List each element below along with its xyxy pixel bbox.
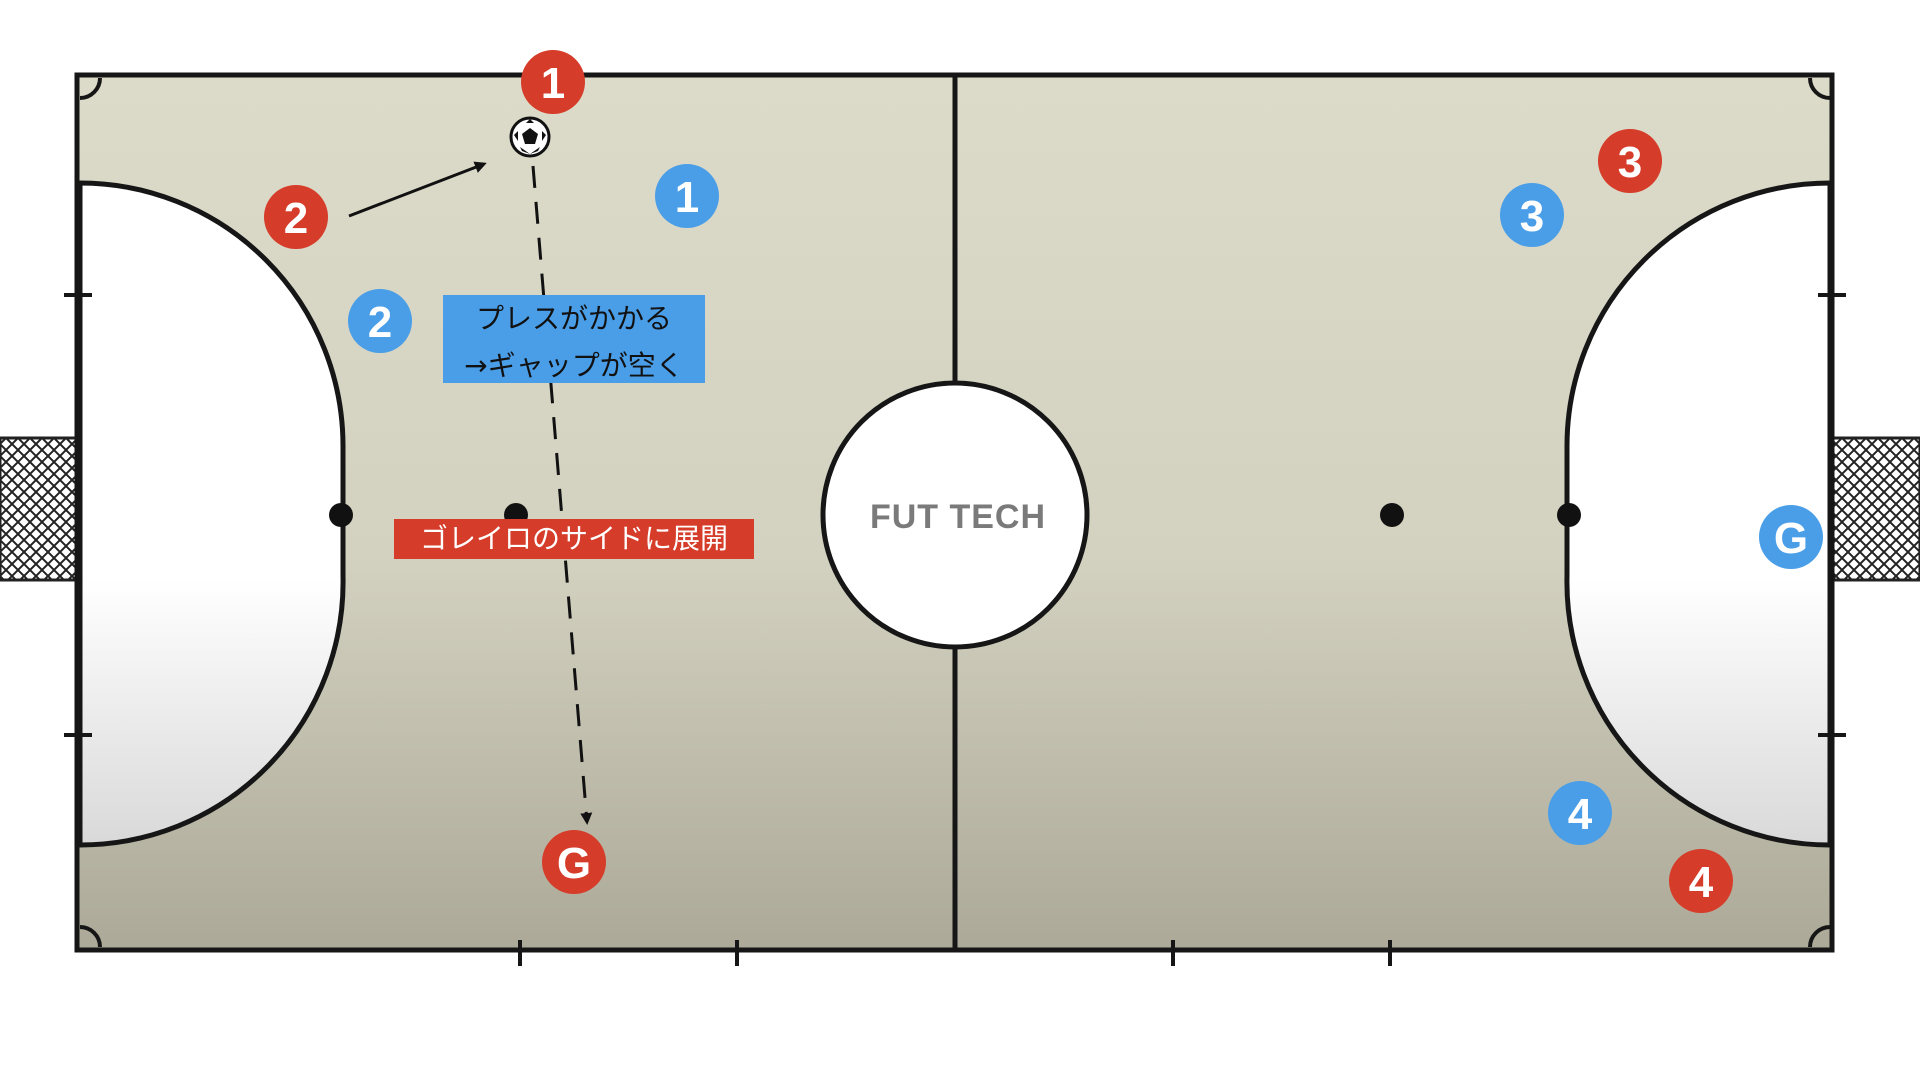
player-red-2: 2 [264, 185, 328, 249]
player-blue-4: 4 [1548, 781, 1612, 845]
svg-text:4: 4 [1568, 790, 1593, 839]
press-annotation-line1: プレスがかかる [475, 302, 672, 335]
goalie-side-annotation: ゴレイロのサイドに展開 [394, 519, 754, 559]
svg-text:1: 1 [541, 59, 565, 108]
player-red-4: 4 [1669, 849, 1733, 913]
left-goal-net [0, 436, 82, 582]
left-penalty-area [77, 180, 346, 848]
press-annotation-line2: →ギャップが空く [464, 349, 684, 382]
svg-text:4: 4 [1689, 858, 1714, 907]
svg-text:3: 3 [1618, 138, 1642, 187]
player-blue-3: 3 [1500, 183, 1564, 247]
svg-text:1: 1 [675, 173, 699, 222]
center-circle [820, 380, 1090, 650]
court-logo: FUT TECH [870, 498, 1046, 536]
pass-arrow-icon [531, 165, 593, 825]
player-blue-1: 1 [655, 164, 719, 228]
right-penalty-area [1564, 180, 1833, 848]
corner-arc-top-left [79, 77, 102, 100]
right-penalty-mark [1557, 503, 1581, 527]
corner-arc-bottom-right [1808, 925, 1831, 948]
player-blue-g: G [1759, 505, 1823, 569]
svg-text:G: G [1774, 514, 1808, 563]
press-annotation: プレスがかかる →ギャップが空く [443, 295, 705, 383]
svg-text:3: 3 [1520, 192, 1544, 241]
left-penalty-mark [329, 503, 353, 527]
player-red-1: 1 [521, 50, 585, 114]
corner-arc-top-right [1808, 77, 1831, 100]
svg-text:2: 2 [368, 298, 392, 347]
svg-text:2: 2 [284, 194, 308, 243]
movement-arrow-icon [348, 161, 487, 218]
player-red-3: 3 [1598, 129, 1662, 193]
player-red-g: G [542, 830, 606, 894]
player-blue-2: 2 [348, 289, 412, 353]
soccer-ball-icon [509, 116, 551, 158]
right-second-penalty-mark [1380, 503, 1404, 527]
tick-marks [64, 293, 1846, 966]
svg-text:G: G [557, 839, 591, 888]
right-goal-net [1830, 436, 1920, 582]
corner-arc-bottom-left [79, 925, 102, 948]
